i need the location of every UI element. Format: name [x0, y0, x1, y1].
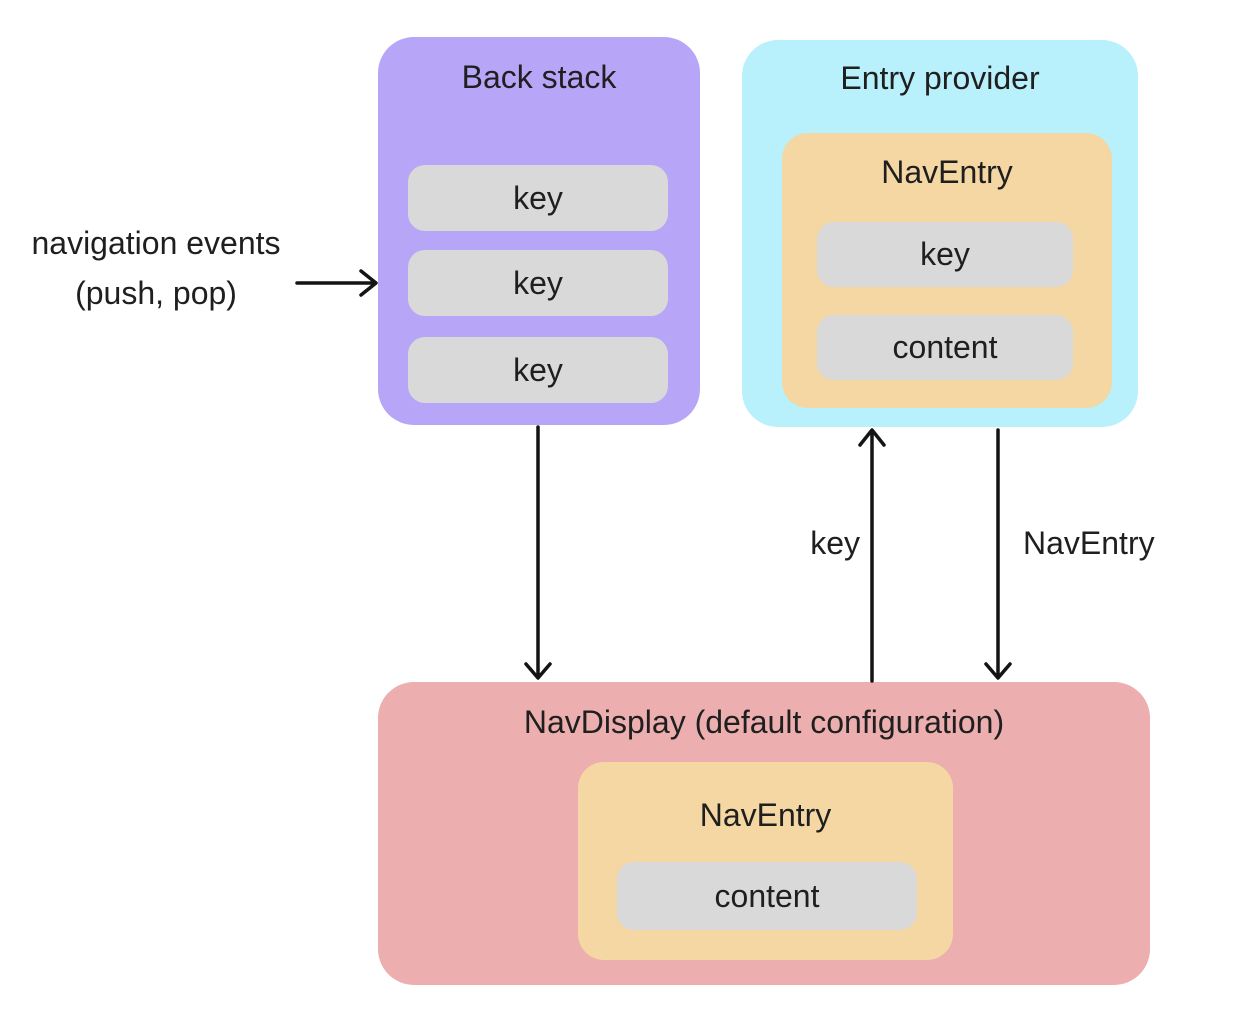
entry-provider-content-pill: content [817, 315, 1073, 380]
arrow-key-label: key [810, 525, 860, 561]
back-stack-key-pill-3: key [408, 337, 668, 403]
navigation-events-line1: navigation events [31, 225, 281, 261]
nav-display-box: NavDisplay (default configuration) NavEn… [378, 682, 1150, 985]
nav-entry-down-arrow [984, 428, 1012, 680]
back-stack-title: Back stack [461, 59, 617, 95]
nav-display-nav-entry-title: NavEntry [699, 797, 832, 833]
back-stack-box: Back stack key key key [378, 37, 700, 425]
nav-display-nav-entry-box: NavEntry content [578, 762, 953, 960]
nav-display-content-pill: content [617, 862, 917, 930]
back-stack-key-pill-1: key [408, 165, 668, 231]
entry-provider-box: Entry provider NavEntry key content [742, 40, 1138, 427]
entry-provider-key-pill: key [817, 222, 1073, 287]
arrow-nav-entry-label: NavEntry [1023, 525, 1155, 561]
navigation-events-label: navigation events (push, pop) [0, 218, 312, 318]
back-stack-key-pill-2: key [408, 250, 668, 316]
nav-display-title: NavDisplay (default configuration) [523, 704, 1005, 740]
navigation-events-line2: (push, pop) [75, 275, 237, 311]
key-up-arrow [858, 428, 886, 683]
entry-provider-nav-entry-box: NavEntry key content [782, 133, 1112, 408]
entry-provider-title: Entry provider [840, 60, 1040, 96]
entry-provider-nav-entry-title: NavEntry [881, 154, 1013, 190]
back-stack-to-nav-display-arrow [524, 425, 552, 680]
